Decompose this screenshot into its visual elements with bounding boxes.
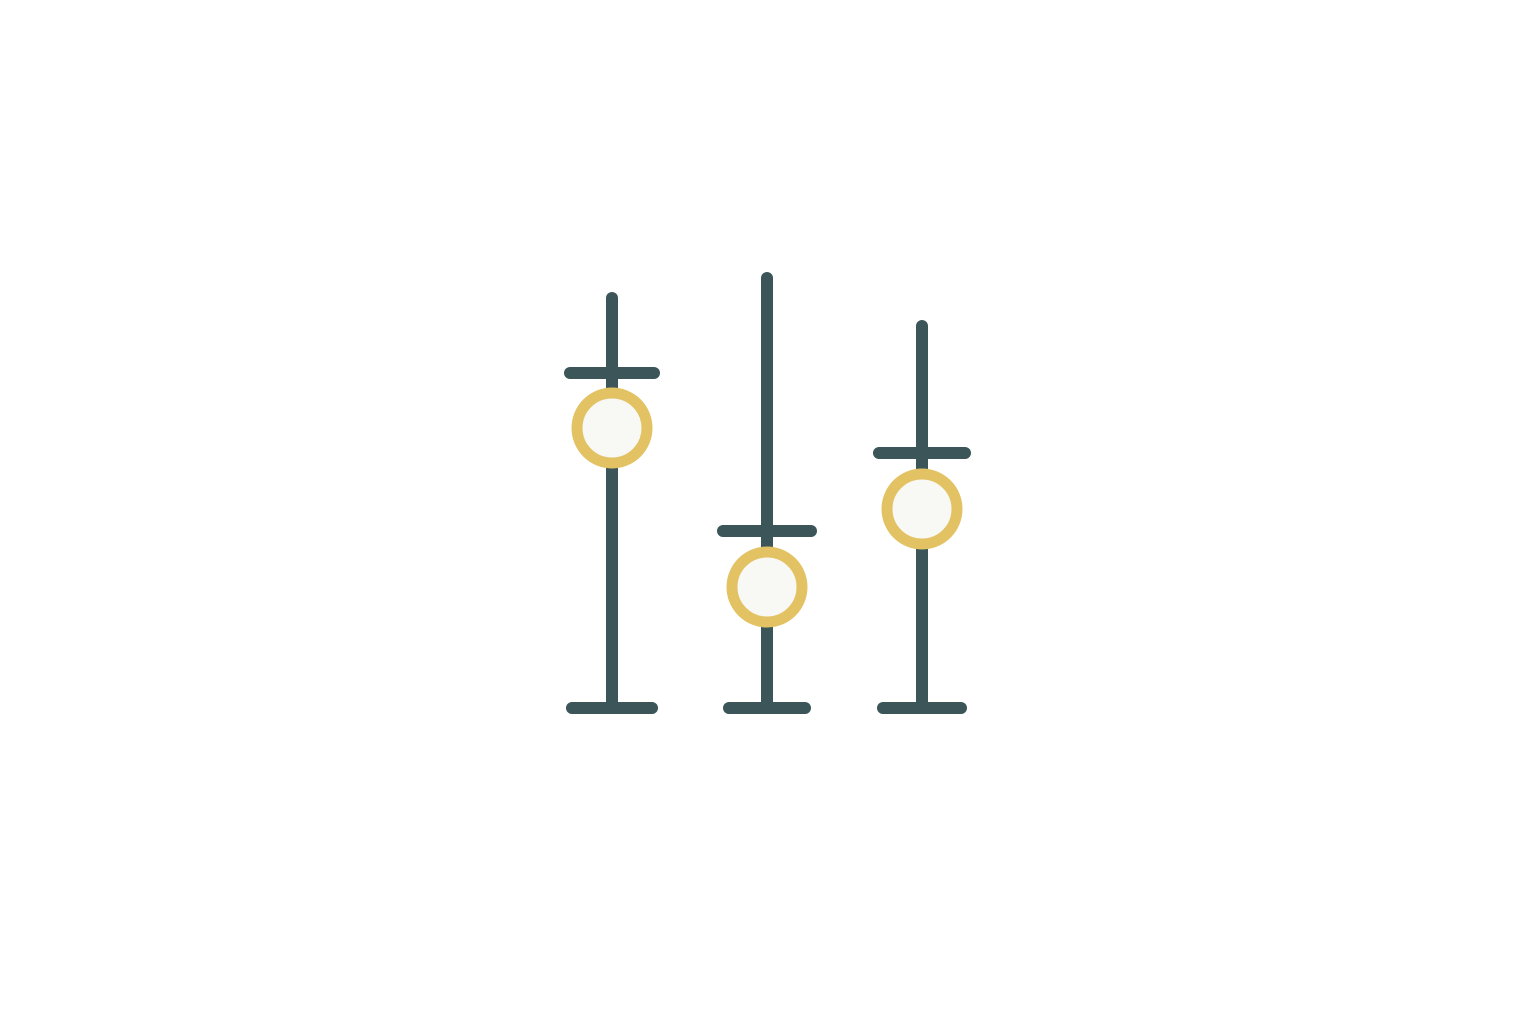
slider-right[interactable] <box>873 320 971 714</box>
slider-left[interactable] <box>564 292 660 714</box>
slider-right-knob <box>881 468 963 550</box>
slider-middle-knob <box>726 546 808 628</box>
slider-left-knob <box>571 387 653 469</box>
slider-middle[interactable] <box>717 272 817 714</box>
